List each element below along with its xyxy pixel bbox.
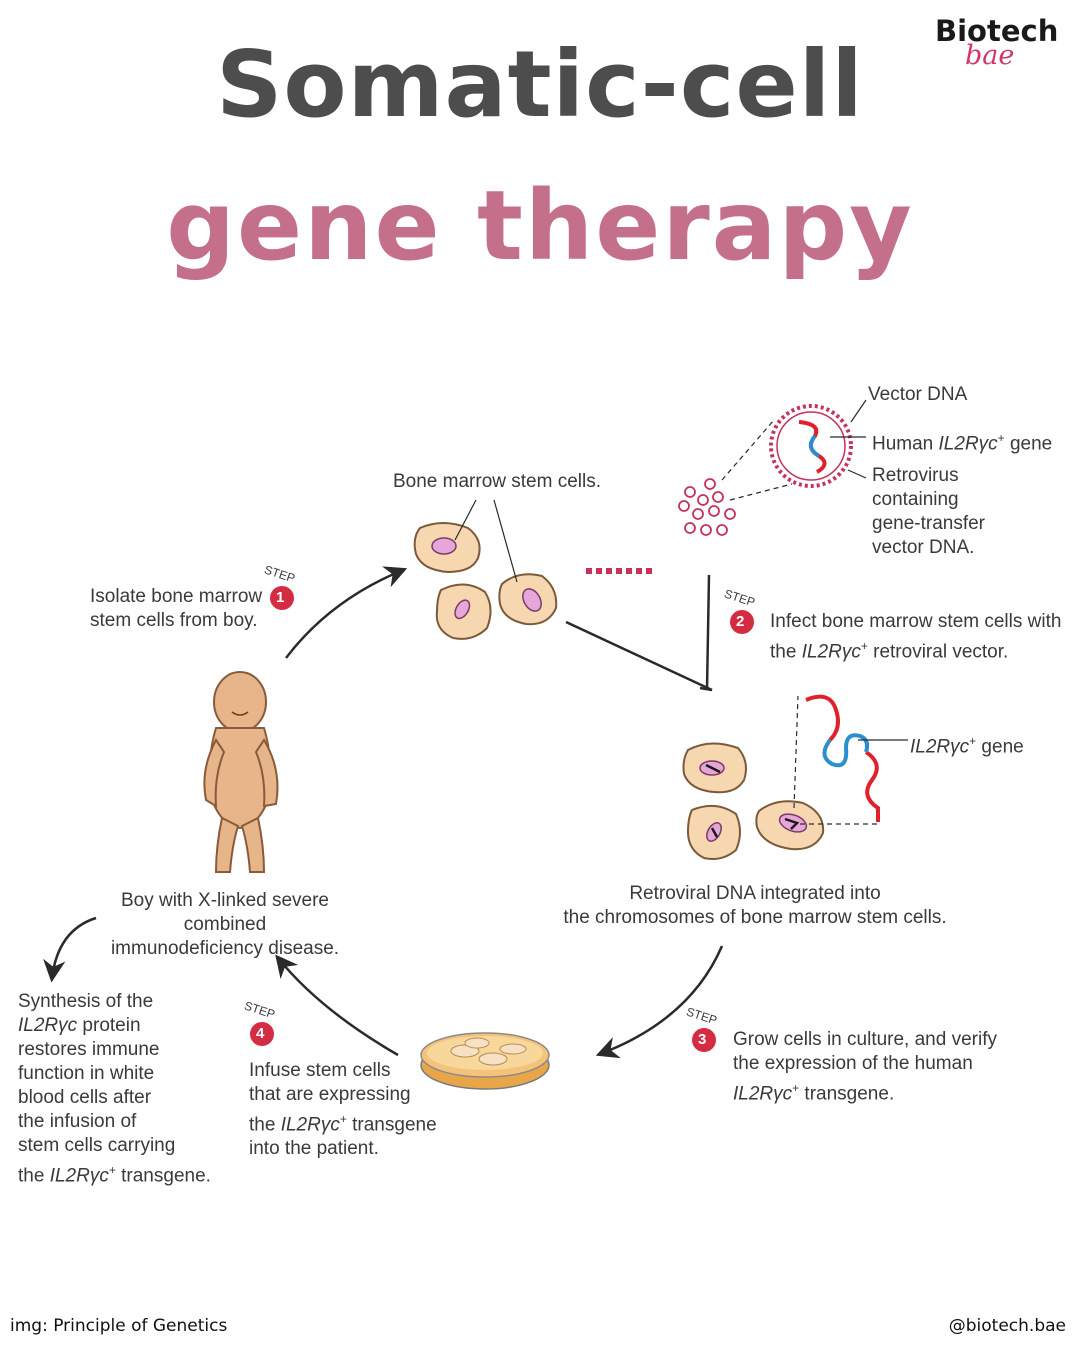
footer-handle: @biotech.bae <box>948 1316 1066 1336</box>
step-badge-1 <box>270 586 294 610</box>
arrow-dish-to-boy <box>275 954 399 1057</box>
label-step-2: Infect bone marrow stem cells with the I… <box>770 611 1062 663</box>
arrow-cells-to-integration <box>565 620 713 692</box>
arrow-integration-to-dish <box>595 945 724 1059</box>
label-human-gene: Human IL2Rγc+ gene <box>872 431 1053 455</box>
step-1-number: 1 <box>276 589 285 606</box>
title-line-1: Somatic-cell <box>216 31 864 138</box>
label-vector-dna: Vector DNA <box>868 384 968 405</box>
label-il2-gene: IL2Rγc+ gene <box>910 734 1024 758</box>
label-step-1: Isolate bone marrow stem cells from boy. <box>90 586 263 631</box>
dna-strand-red <box>805 694 880 822</box>
label-retrovirus: Retrovirus containing gene-transfer vect… <box>872 465 986 558</box>
arrow-infect-down <box>705 574 711 691</box>
stem-cell <box>413 522 481 574</box>
step-2-number: 2 <box>736 613 745 630</box>
petri-dish-icon <box>420 1032 550 1090</box>
logo-text-bottom: bae <box>965 40 1015 71</box>
label-step-3: Grow cells in culture, and verify the ex… <box>733 1029 997 1105</box>
stem-cell <box>755 800 825 851</box>
arrow-boy-to-synthesis <box>43 916 97 983</box>
label-bone-marrow: Bone marrow stem cells. <box>393 471 602 492</box>
dna-strand-blue <box>822 733 870 768</box>
label-boy: Boy with X-linked severe combined immuno… <box>110 890 340 959</box>
step-badge-4 <box>250 1022 274 1046</box>
label-retroviral-integrated: Retroviral DNA integrated into the chrom… <box>563 883 947 928</box>
boy-figure-icon <box>203 671 279 873</box>
step-3-number: 3 <box>698 1031 707 1048</box>
step-badge-2 <box>730 610 754 634</box>
arrow-boy-to-cells <box>285 566 408 659</box>
virus-particles <box>678 478 736 536</box>
title-line-2: gene therapy <box>166 170 914 282</box>
logo-text-top: Biotech <box>935 14 1059 48</box>
footer-credit: img: Principle of Genetics <box>10 1316 228 1336</box>
step-4-number: 4 <box>256 1025 265 1042</box>
step-badge-3 <box>692 1028 716 1052</box>
retrovirus-icon <box>769 404 853 488</box>
brand-logo: Biotech bae <box>935 14 1065 74</box>
stem-cell <box>435 583 492 640</box>
stem-cell <box>682 742 747 794</box>
label-synthesis: Synthesis of the IL2Rγc protein restores… <box>18 991 211 1187</box>
stem-cell <box>686 804 741 860</box>
label-step-4: Infuse stem cells that are expressing th… <box>249 1060 437 1160</box>
stem-cell <box>498 573 558 626</box>
